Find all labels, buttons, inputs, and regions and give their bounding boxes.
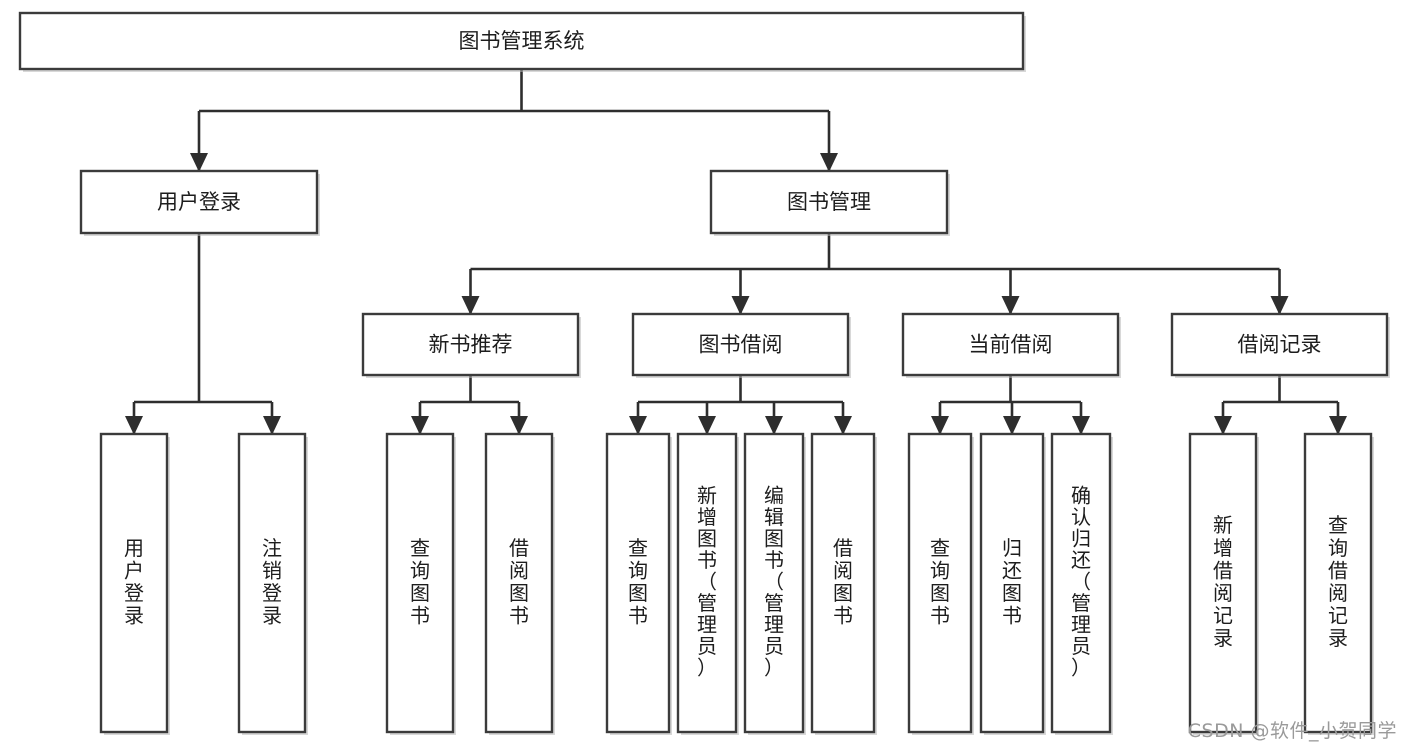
node-box[interactable] [810, 432, 876, 734]
node-leaf-return-book[interactable]: 归还图书 [979, 432, 1046, 735]
node-leaf-add-record[interactable]: 新增借阅记录 [1188, 432, 1259, 735]
node-box[interactable] [1170, 312, 1389, 377]
arrow-head-icon [190, 153, 208, 172]
arrow-head-icon [510, 416, 528, 435]
node-leaf-query-book-borrow[interactable]: 查询图书 [605, 432, 672, 735]
node-label: 图书管理 [787, 190, 871, 214]
node-borrow-record[interactable]: 借阅记录 [1170, 312, 1390, 378]
node-leaf-confirm-return[interactable]: 确认归还（管理员） [1050, 432, 1113, 735]
node-label: 确认归还（管理员） [1071, 484, 1091, 680]
node-label: 图书管理系统 [459, 29, 585, 53]
arrow-head-icon [1214, 416, 1232, 435]
arrow-head-icon [765, 416, 783, 435]
node-box[interactable] [605, 432, 671, 734]
node-label: 当前借阅 [969, 333, 1053, 357]
node-leaf-query-book-current[interactable]: 查询图书 [907, 432, 974, 735]
node-box[interactable] [907, 432, 973, 734]
node-box[interactable] [979, 432, 1045, 734]
node-leaf-add-book[interactable]: 新增图书（管理员） [676, 432, 739, 735]
node-box[interactable] [1050, 432, 1112, 734]
node-box[interactable] [901, 312, 1120, 377]
node-label: 查询图书 [410, 536, 430, 628]
node-label: 注销登录 [262, 536, 282, 628]
node-box[interactable] [631, 312, 850, 377]
connector-group [461, 233, 1289, 315]
arrow-head-icon [1003, 416, 1021, 435]
arrow-head-icon [1072, 416, 1090, 435]
node-label: 新书推荐 [429, 333, 513, 357]
node-box[interactable] [743, 432, 805, 734]
node-user-login[interactable]: 用户登录 [79, 169, 320, 236]
node-label: 用户登录 [124, 536, 144, 628]
node-box[interactable] [79, 169, 319, 235]
node-label: 借阅图书 [833, 536, 853, 628]
connector-group [190, 69, 838, 172]
node-box[interactable] [484, 432, 554, 734]
node-leaf-edit-book[interactable]: 编辑图书（管理员） [743, 432, 806, 735]
node-label: 查询借阅记录 [1328, 513, 1348, 650]
node-label: 用户登录 [157, 190, 241, 214]
node-label: 借阅记录 [1238, 333, 1322, 357]
node-current-borrow[interactable]: 当前借阅 [901, 312, 1121, 378]
node-box[interactable] [385, 432, 455, 734]
node-layer: 图书管理系统用户登录图书管理新书推荐图书借阅当前借阅借阅记录用户登录注销登录查询… [18, 11, 1390, 735]
connector-group [629, 375, 852, 435]
arrow-head-icon [731, 296, 750, 315]
node-box[interactable] [1303, 432, 1373, 734]
node-label: 借阅图书 [509, 536, 529, 628]
node-label: 新增图书（管理员） [697, 484, 717, 680]
connector-layer [125, 69, 1347, 435]
node-box[interactable] [361, 312, 580, 377]
node-label: 编辑图书（管理员） [764, 484, 784, 680]
node-box[interactable] [237, 432, 307, 734]
arrow-head-icon [263, 416, 281, 435]
node-label: 查询图书 [930, 536, 950, 628]
connector-group [1214, 375, 1347, 435]
node-label: 查询图书 [628, 536, 648, 628]
node-leaf-borrow-book-new[interactable]: 借阅图书 [484, 432, 555, 735]
arrow-head-icon [1001, 296, 1020, 315]
node-book-borrow[interactable]: 图书借阅 [631, 312, 851, 378]
node-book-manage[interactable]: 图书管理 [709, 169, 950, 236]
node-label: 归还图书 [1002, 536, 1022, 628]
arrow-head-icon [931, 416, 949, 435]
node-leaf-borrow-book[interactable]: 借阅图书 [810, 432, 877, 735]
connector-group [931, 375, 1090, 435]
arrow-head-icon [629, 416, 647, 435]
connector-group [125, 233, 281, 435]
node-label: 新增借阅记录 [1213, 513, 1233, 650]
arrow-head-icon [1270, 296, 1289, 315]
arrow-head-icon [820, 153, 838, 172]
arrow-head-icon [125, 416, 143, 435]
node-box[interactable] [709, 169, 949, 235]
node-root[interactable]: 图书管理系统 [18, 11, 1026, 72]
node-box[interactable] [99, 432, 169, 734]
arrow-head-icon [461, 296, 480, 315]
arrow-head-icon [1329, 416, 1347, 435]
node-leaf-query-record[interactable]: 查询借阅记录 [1303, 432, 1374, 735]
connector-group [411, 375, 528, 435]
node-box[interactable] [676, 432, 738, 734]
node-leaf-user-login[interactable]: 用户登录 [99, 432, 170, 735]
node-leaf-logout[interactable]: 注销登录 [237, 432, 308, 735]
node-leaf-query-book-new[interactable]: 查询图书 [385, 432, 456, 735]
arrow-head-icon [834, 416, 852, 435]
node-box[interactable] [1188, 432, 1258, 734]
node-box[interactable] [18, 11, 1025, 71]
arrow-head-icon [698, 416, 716, 435]
node-label: 图书借阅 [699, 333, 783, 357]
arrow-head-icon [411, 416, 429, 435]
node-new-book-recommend[interactable]: 新书推荐 [361, 312, 581, 378]
